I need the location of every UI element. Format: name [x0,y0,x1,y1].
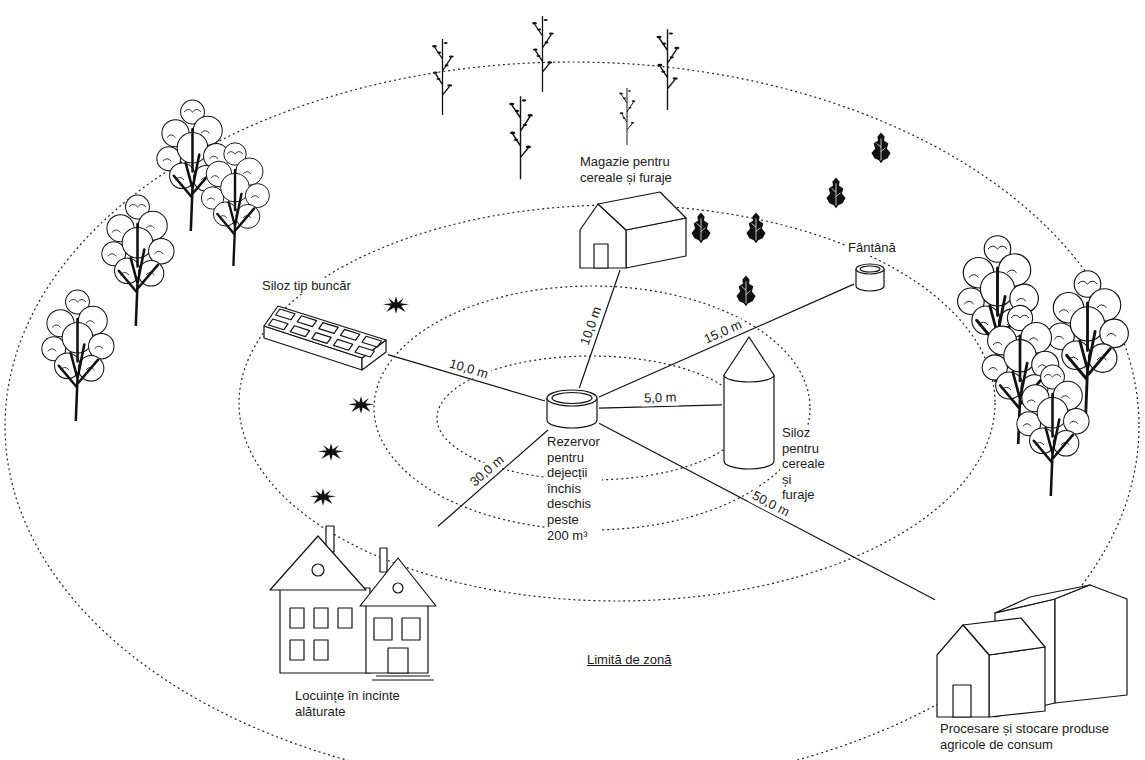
distance-label: 10,0 m [577,303,606,349]
thin-tree [532,16,554,92]
bush-star [348,396,374,413]
node-label: Procesare și stocare produse agricole de… [938,721,1130,752]
distance-label: 10,0 m [446,355,492,382]
zone-ellipse [5,62,1139,760]
thin-tree [432,39,454,115]
distance-line [388,355,545,401]
node-outline [578,190,690,270]
bush-star [383,296,409,313]
bunker-silo: Siloz tip buncăr [262,300,388,372]
grain-silo: Siloz pentru cereale și furaje [722,335,776,473]
distance-label: 15,0 m [700,316,746,348]
shrub [746,212,765,243]
node-outline [262,300,388,372]
shrub [826,177,845,208]
leafy-tree [102,195,174,326]
node-label: Siloz pentru cereale și furaje [780,425,827,503]
node-outline [854,262,886,292]
distance-label: 5,0 m [641,389,678,406]
leafy-tree [42,290,114,421]
node-label: Siloz tip buncăr [260,278,353,294]
bush-star [310,488,336,505]
thin-tree [619,88,635,145]
node-outline [722,335,776,473]
node-outline [268,518,438,683]
node-label: Magazie pentru cereale și furaje [578,154,690,185]
water-well: Fântână [854,262,886,292]
node-label: Rezervor pentru dejecții închis deschis … [545,434,602,543]
node-label: Fântână [846,240,898,256]
zone-limits [5,62,1139,760]
trees [42,16,1129,506]
zone-ellipse [239,205,995,601]
leafy-tree [201,143,269,266]
node-label: Locuințe în incinte alăturate [293,688,438,719]
manure-tank: Rezervor pentru dejecții închis deschis … [545,388,599,430]
node-outline [935,585,1130,717]
shrub [736,275,755,306]
distance-label: 30,0 m [465,451,508,492]
leafy-tree [1017,365,1089,496]
processing-building: Procesare și stocare produse agricole de… [935,585,1130,717]
thin-tree [509,96,533,179]
neighbour-house: Locuințe în incinte alăturate [268,518,438,683]
bush-star [318,443,344,460]
shrub [871,132,890,163]
distance-line [438,430,548,526]
shrub [691,212,710,243]
zone-note: Limită de zonă [585,652,674,668]
node-outline [545,388,599,430]
thin-tree [656,29,679,110]
storage-shed: Magazie pentru cereale și furaje [578,190,690,270]
